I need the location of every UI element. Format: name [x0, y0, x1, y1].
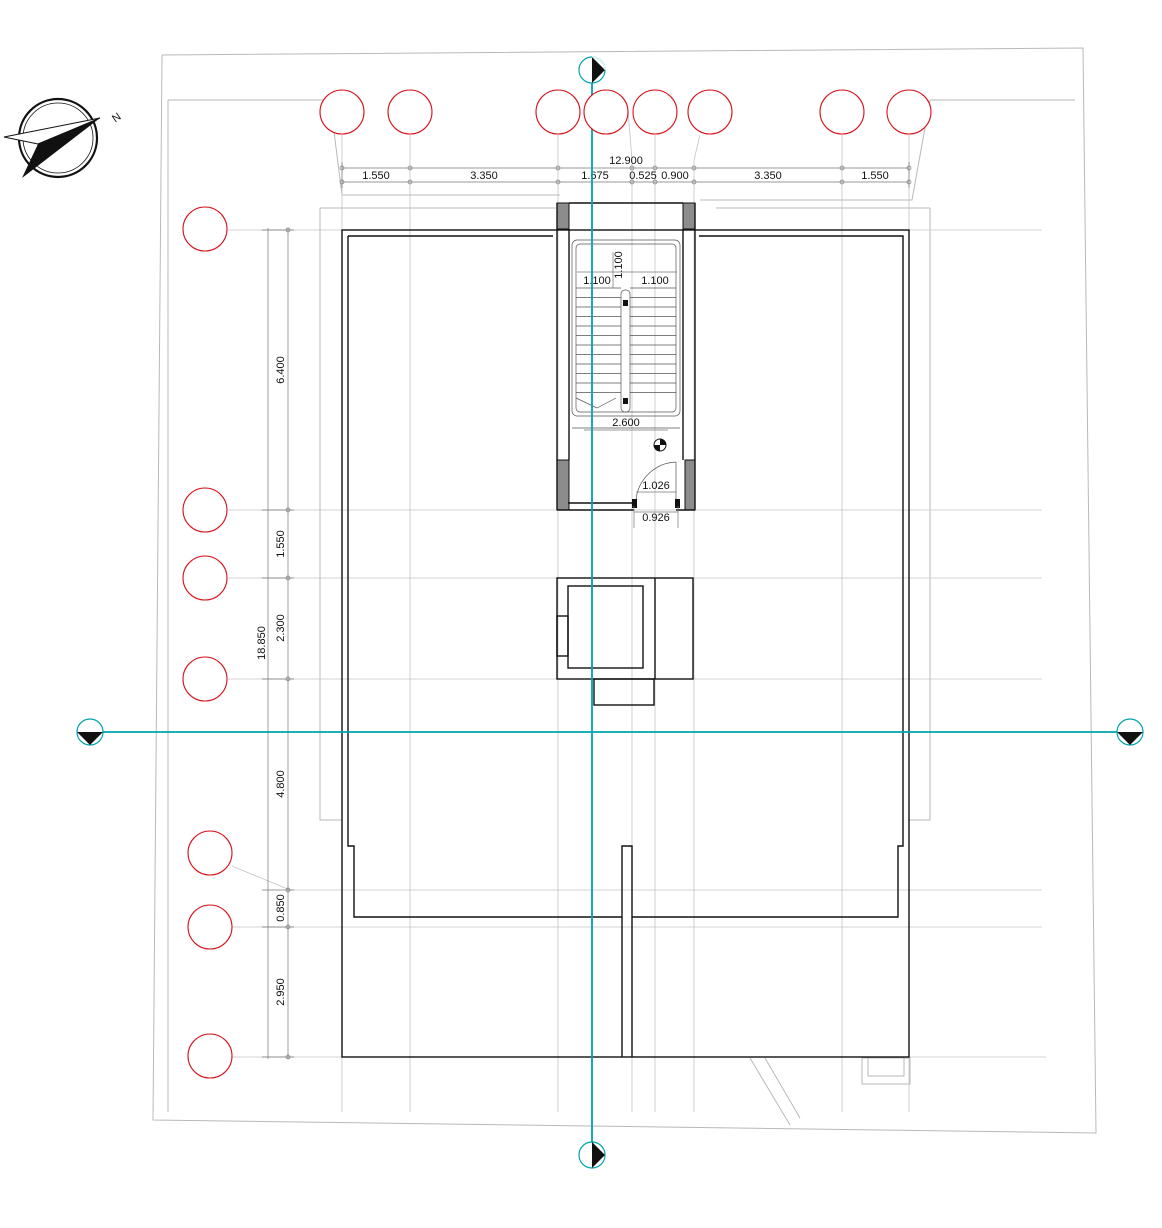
north-arrow-icon: N — [3, 97, 124, 179]
grid-bubble — [187, 1033, 233, 1079]
grid-bubble — [187, 830, 233, 876]
stair-core — [556, 202, 696, 511]
dim-top-1: 1.550 — [362, 170, 390, 182]
grid-bubble — [583, 89, 629, 135]
dim-left-4: 4.800 — [275, 770, 287, 798]
elevator-shaft — [556, 577, 694, 706]
grid-bubble — [819, 89, 865, 135]
grid-bubble — [182, 206, 228, 252]
dim-stair-width: 2.600 — [612, 417, 640, 429]
north-label: N — [110, 111, 123, 125]
section-axes — [76, 56, 1144, 1169]
dim-top-3: 1.675 — [581, 170, 609, 182]
dim-overall-width: 12.900 — [609, 155, 643, 167]
stair-dimensions: 1.100 1.100 1.100 2.600 1.026 0.926 — [577, 251, 679, 528]
grid-bubble — [182, 555, 228, 601]
grid-bubble — [319, 89, 365, 135]
dim-left-2: 1.550 — [275, 530, 287, 558]
dim-top-2: 3.350 — [470, 170, 498, 182]
dim-left-3: 2.300 — [275, 614, 287, 642]
dim-top-4: 0.525 — [629, 170, 657, 182]
site-boundary — [152, 47, 1097, 1134]
left-dimension-chain: 18.850 6.400 1.550 2.300 4.800 0.850 2.9… — [256, 227, 294, 1060]
level-marker-icon — [653, 438, 667, 452]
dim-door-swing: 1.026 — [642, 480, 670, 492]
section-marker-right-icon — [1116, 718, 1144, 746]
section-marker-top-icon — [578, 56, 606, 84]
dim-top-5: 0.900 — [661, 170, 689, 182]
grid-bubble — [387, 89, 433, 135]
dim-door-width: 0.926 — [642, 512, 670, 524]
grid-lines — [228, 109, 1046, 1112]
grid-bubble — [182, 656, 228, 702]
section-marker-bottom-icon — [578, 1141, 606, 1169]
dim-stair-flight-right: 1.100 — [641, 275, 669, 287]
dim-top-7: 1.550 — [861, 170, 889, 182]
building-outline — [341, 229, 910, 1058]
dim-overall-depth: 18.850 — [256, 626, 268, 660]
dim-stair-flight-left: 1.100 — [583, 275, 611, 287]
grid-bubbles — [182, 89, 932, 1079]
section-marker-left-icon — [76, 718, 104, 746]
grid-bubble — [187, 904, 233, 950]
grid-bubble — [886, 89, 932, 135]
dim-left-1: 6.400 — [275, 356, 287, 384]
top-dimension-chain: 12.900 1.550 3.350 1.675 0.525 0.900 3.3… — [339, 155, 912, 188]
dim-left-5: 0.850 — [275, 894, 287, 922]
grid-bubble — [632, 89, 678, 135]
dim-left-6: 2.950 — [275, 978, 287, 1006]
grid-bubble — [687, 89, 733, 135]
grid-bubble — [182, 487, 228, 533]
dim-stair-landing: 1.100 — [613, 251, 625, 279]
dim-top-6: 3.350 — [754, 170, 782, 182]
grid-bubble — [535, 89, 581, 135]
